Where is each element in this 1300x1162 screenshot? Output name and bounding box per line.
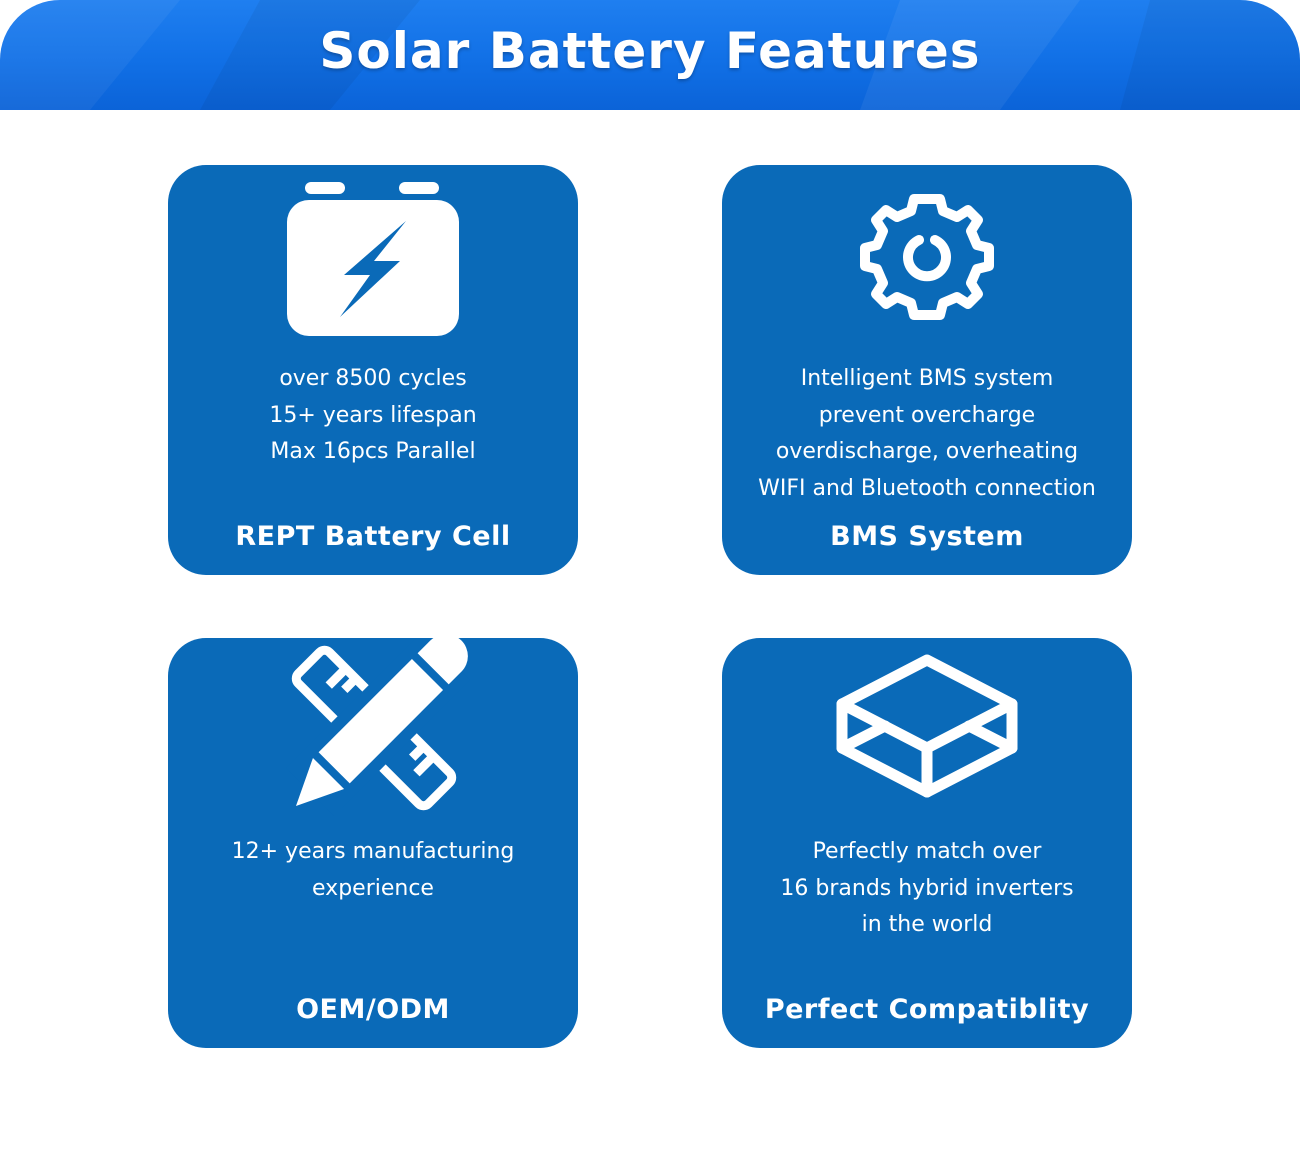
feature-description: 12+ years manufacturing experience [178, 834, 568, 907]
feature-title: OEM/ODM [296, 994, 450, 1025]
feature-line: 15+ years lifespan [269, 402, 477, 428]
feature-line: 16 brands hybrid inverters [780, 875, 1074, 901]
feature-title: BMS System [830, 521, 1024, 552]
banner-pattern [0, 0, 1300, 110]
feature-line: overdischarge, overheating [775, 439, 1079, 464]
feature-card-bms-system: Intelligent BMS system prevent overcharg… [722, 165, 1132, 575]
feature-line: Max 16pcs Parallel [270, 439, 476, 464]
feature-card-compatibility: Perfectly match over 16 brands hybrid in… [722, 638, 1132, 1048]
layers-icon [836, 654, 1018, 798]
feature-description: Intelligent BMS system prevent overcharg… [732, 361, 1122, 507]
feature-line: in the world [861, 912, 993, 937]
pencil-ruler-icon [286, 638, 470, 816]
feature-line: WIFI and Bluetooth connection [758, 475, 1096, 501]
feature-description: Perfectly match over 16 brands hybrid in… [732, 834, 1122, 944]
battery-bolt-icon [287, 182, 459, 336]
feature-card-battery-cell: over 8500 cycles 15+ years lifespan Max … [168, 165, 578, 575]
header-banner: Solar Battery Features [0, 0, 1300, 110]
feature-description: over 8500 cycles 15+ years lifespan Max … [178, 361, 568, 471]
page-title: Solar Battery Features [319, 22, 981, 80]
feature-line: Perfectly match over [812, 839, 1042, 864]
feature-line: prevent overcharge [818, 402, 1036, 428]
feature-title: REPT Battery Cell [235, 521, 511, 552]
gear-icon [860, 194, 994, 320]
feature-card-oem-odm: 12+ years manufacturing experience OEM/O… [168, 638, 578, 1048]
feature-line: Intelligent BMS system [800, 366, 1054, 391]
feature-line: experience [312, 875, 434, 901]
feature-line: over 8500 cycles [279, 366, 467, 391]
feature-line: 12+ years manufacturing [231, 839, 515, 864]
feature-title: Perfect Compatiblity [764, 994, 1090, 1025]
